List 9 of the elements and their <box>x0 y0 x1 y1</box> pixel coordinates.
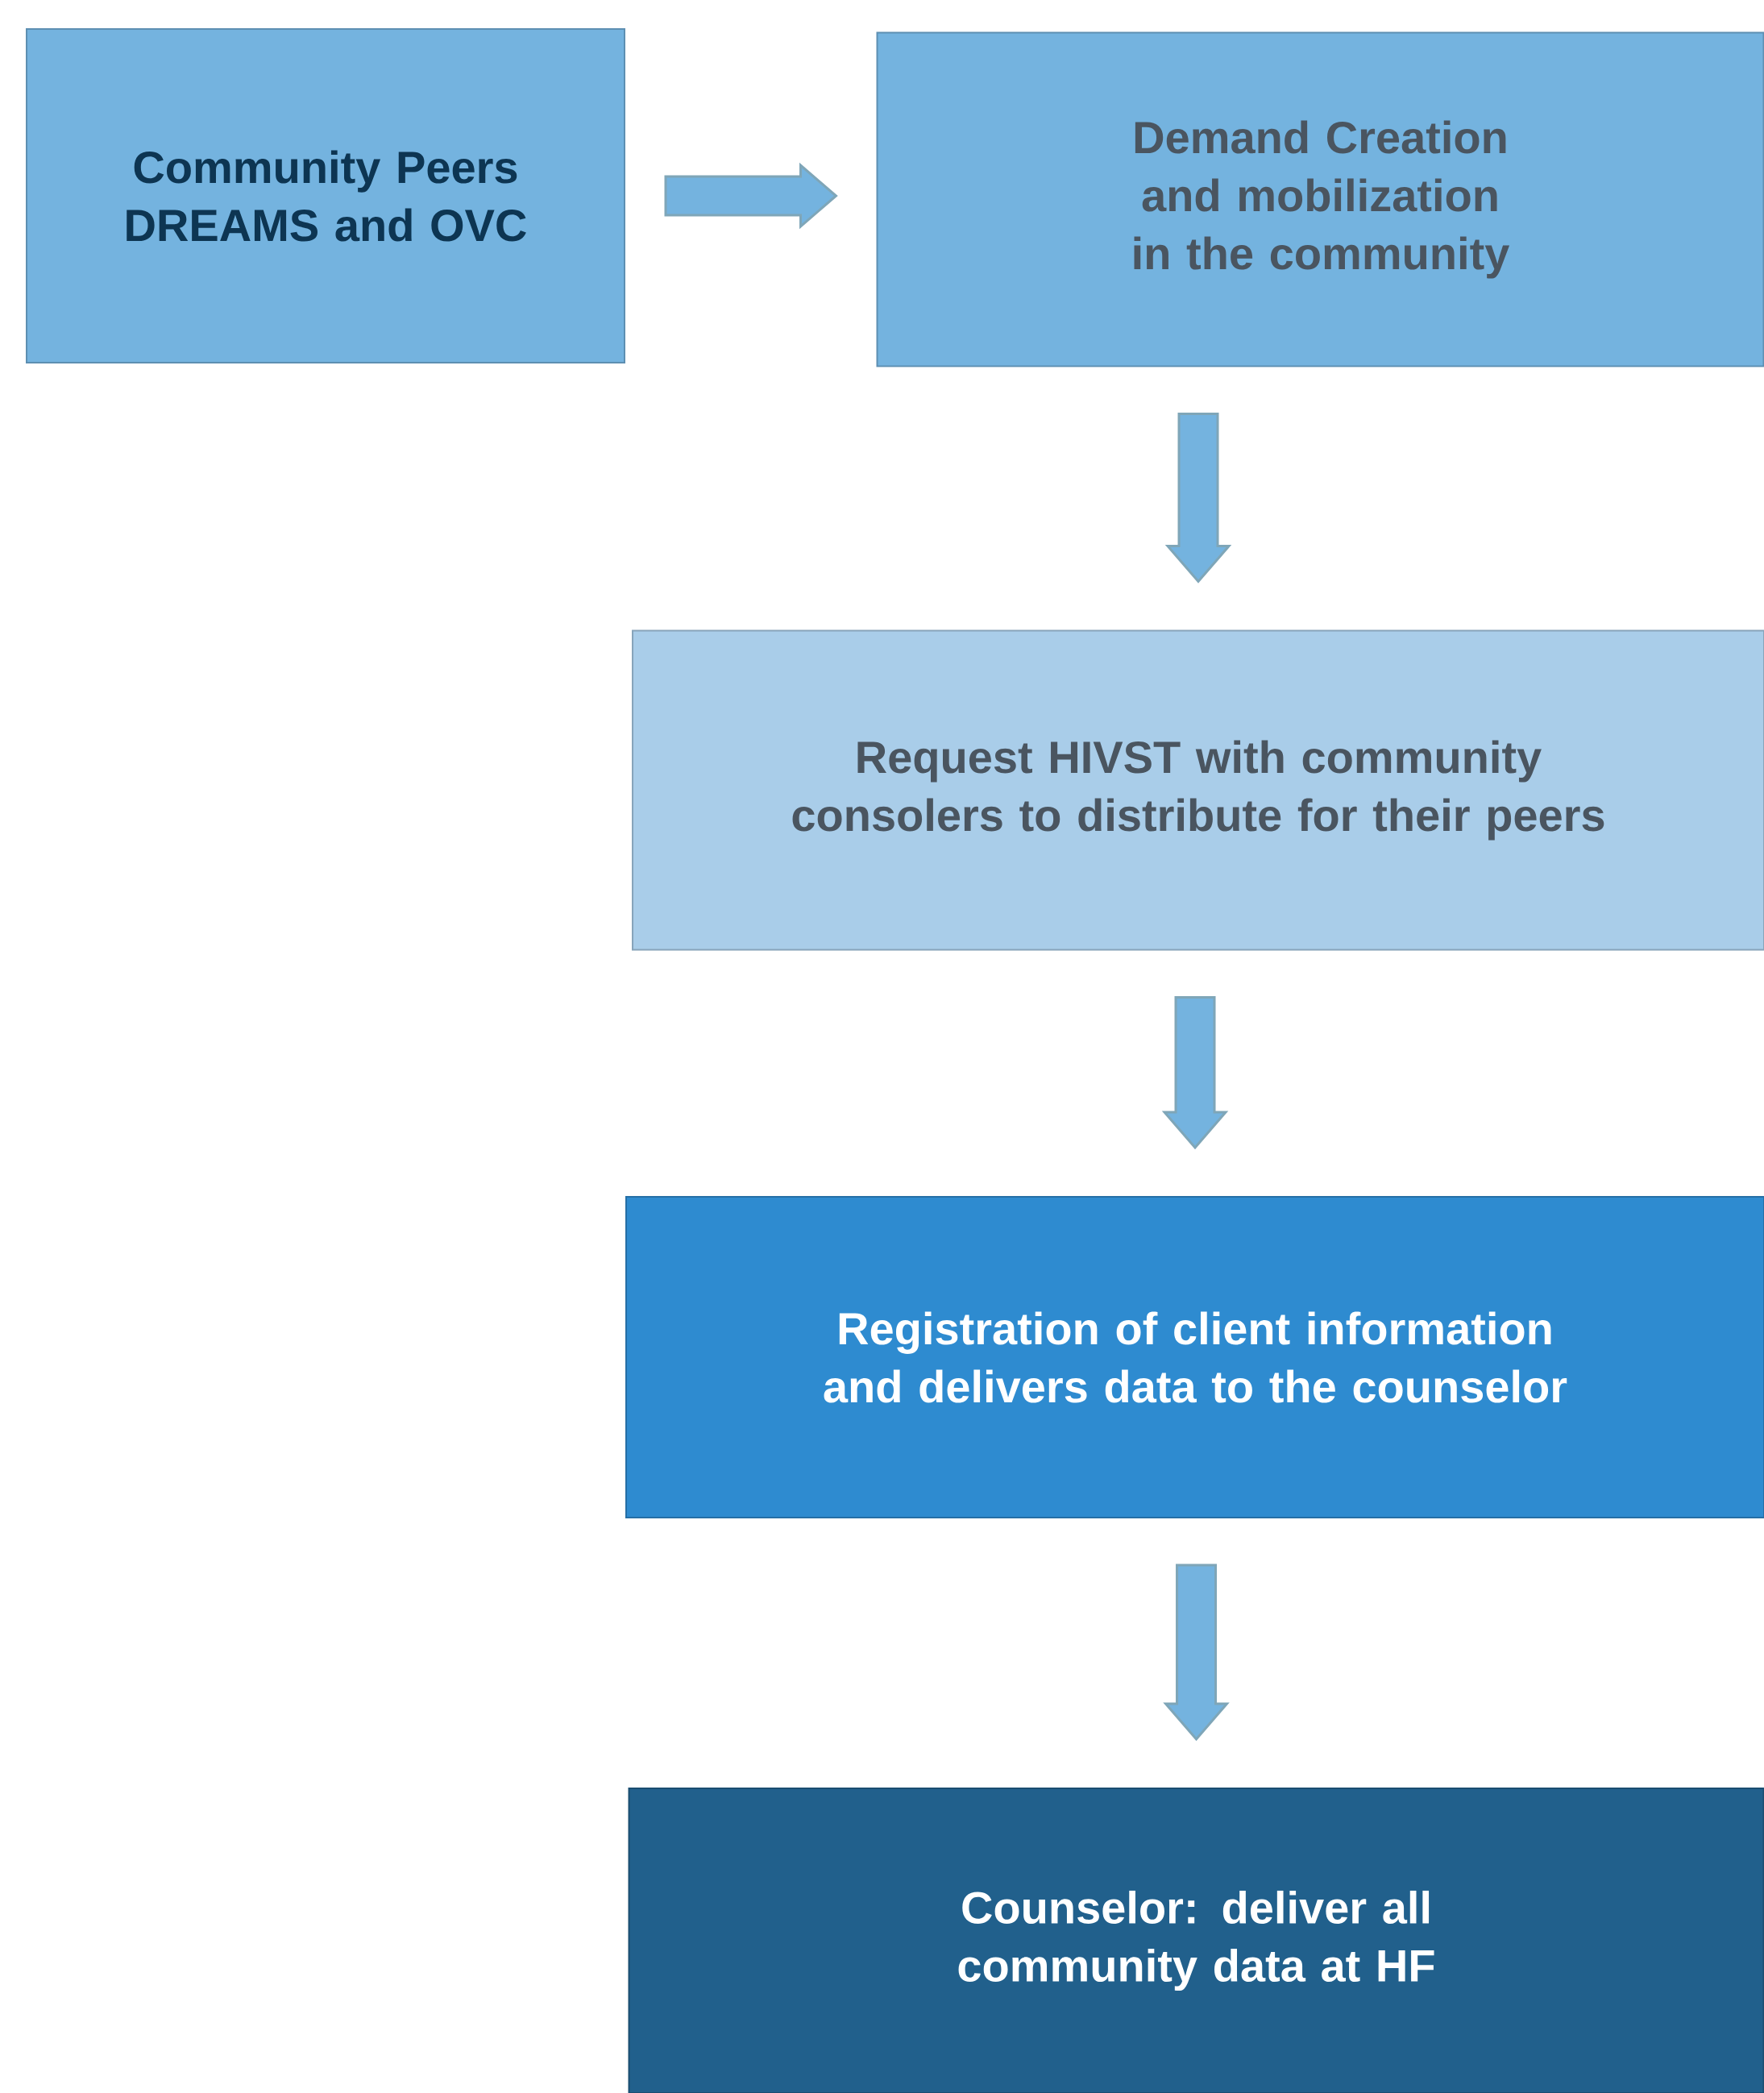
process-box: Community Peers DREAMS and OVC <box>26 28 625 363</box>
block-arrow <box>664 162 838 230</box>
process-box: Registration of client information and delivers data to the counselor <box>625 1196 1764 1518</box>
process-box: Demand Creation and mobilization in the community <box>876 31 1764 368</box>
process-box: Request HIVST with community consolers to distribute for their peers <box>632 629 1764 951</box>
process-box: Counselor: deliver all community data at HF <box>628 1788 1764 2093</box>
block-arrow <box>1164 413 1232 583</box>
block-arrow <box>1161 996 1229 1150</box>
block-arrow <box>1163 1564 1230 1742</box>
